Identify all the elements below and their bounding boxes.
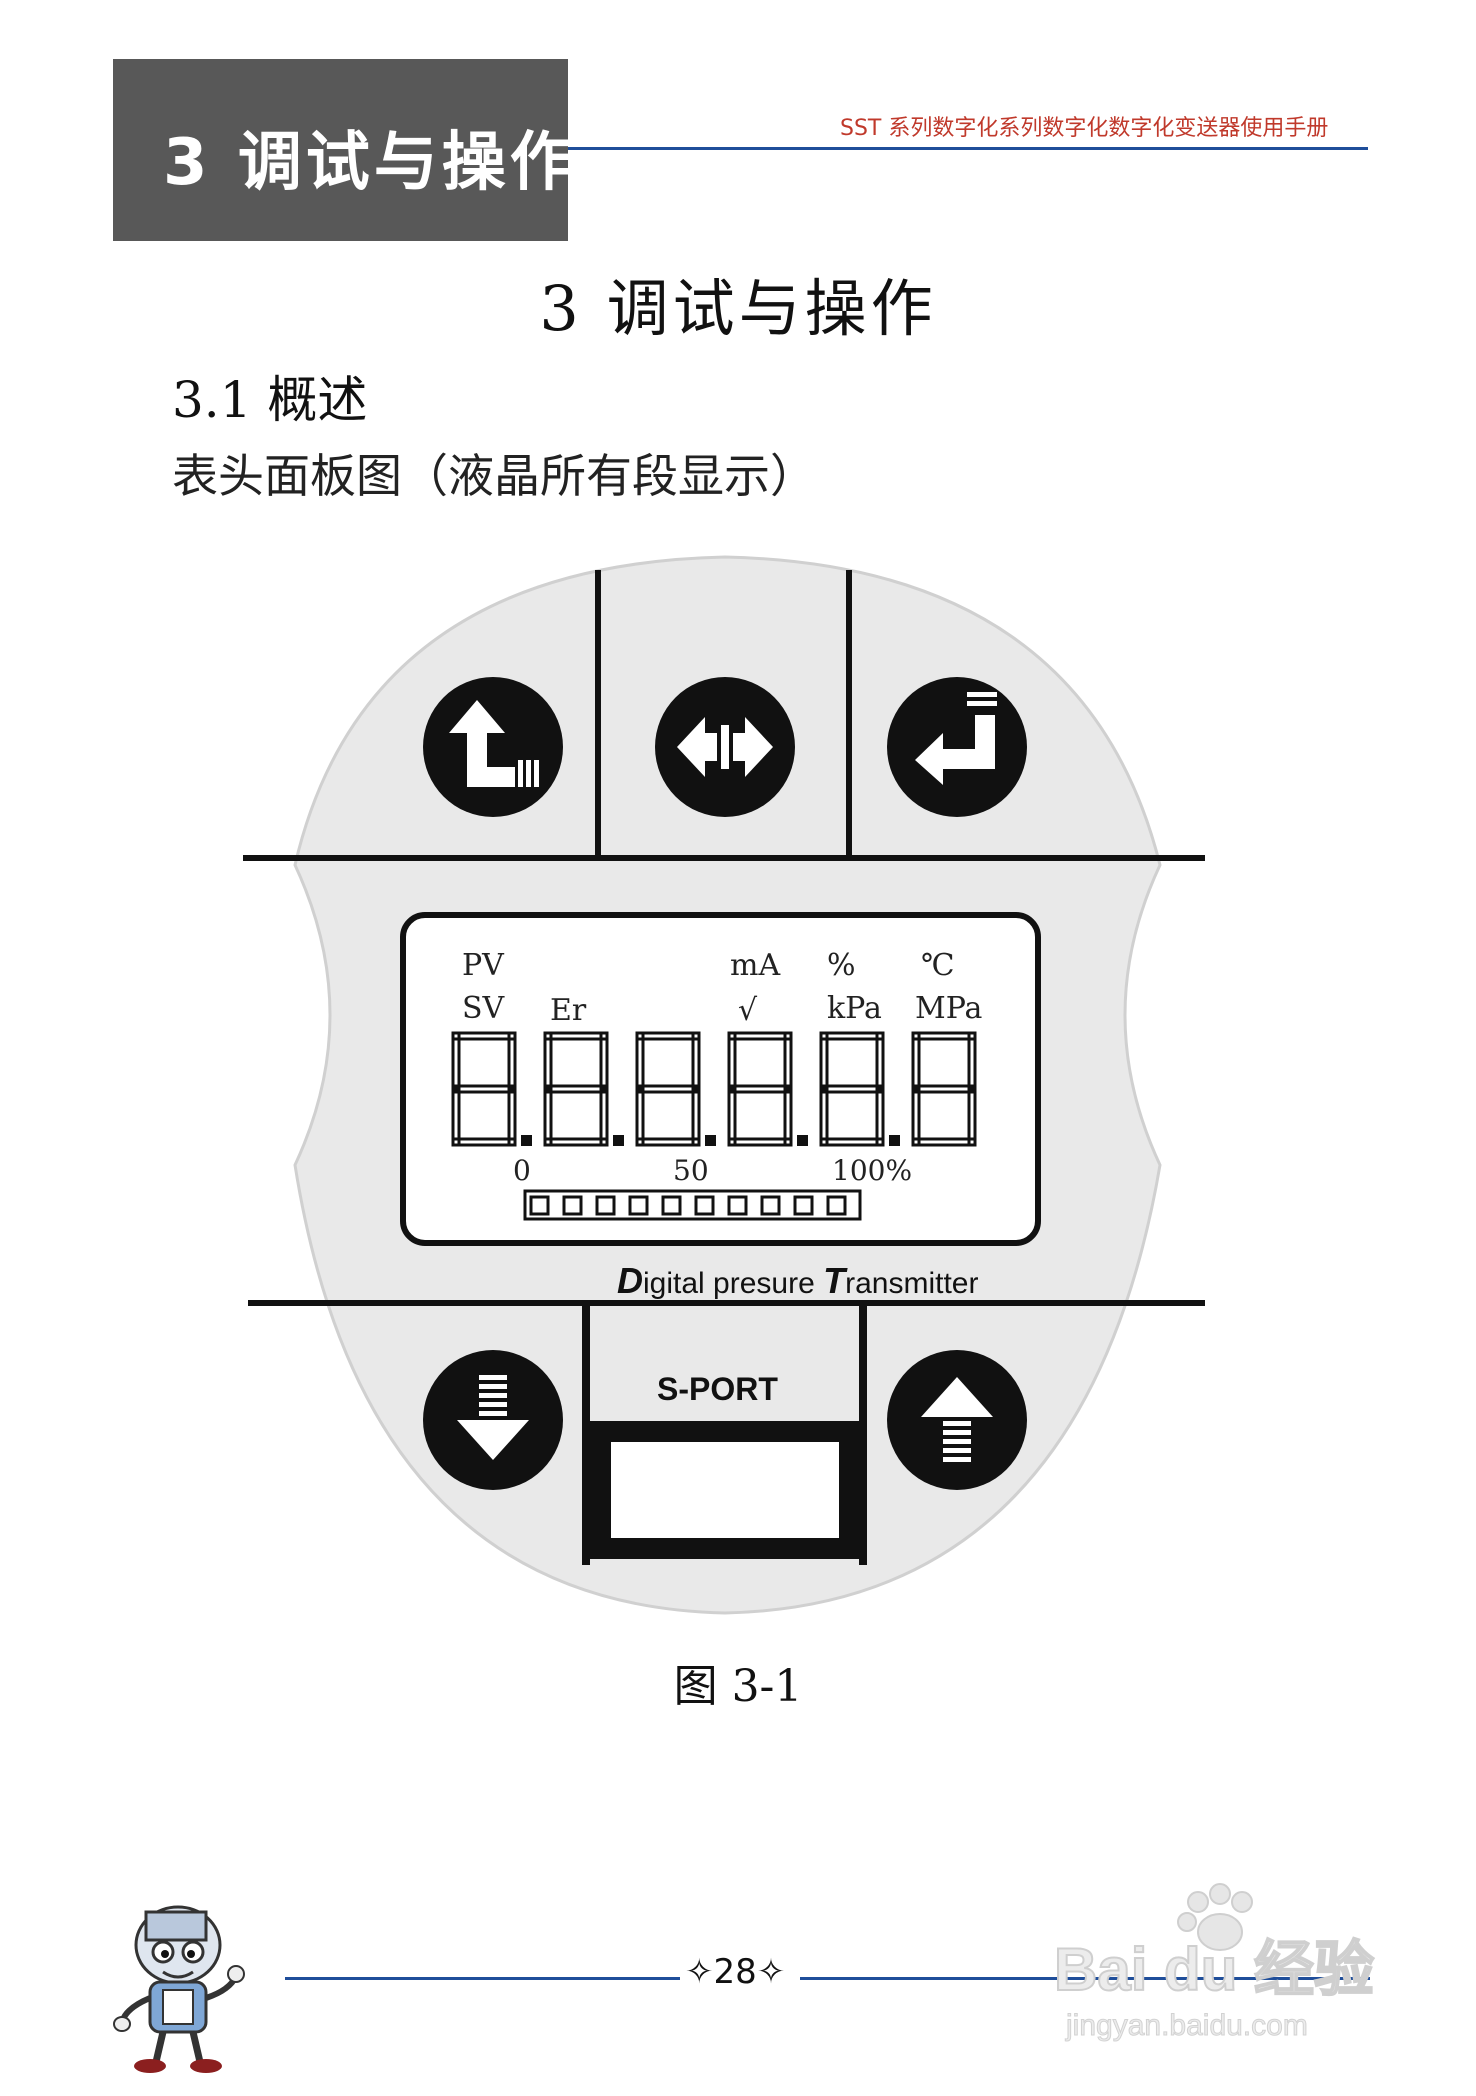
lcd-digit bbox=[819, 1031, 885, 1147]
s-port[interactable]: S-PORT bbox=[582, 1303, 867, 1565]
lcd-label-mpa: MPa bbox=[915, 991, 983, 1026]
lcd-label-celsius: ℃ bbox=[921, 948, 955, 983]
lcd-label-check: √ bbox=[738, 993, 758, 1028]
page-title: 3 调试与操作 bbox=[539, 272, 937, 345]
lcd-bar-segment bbox=[661, 1195, 682, 1216]
shift-up-icon bbox=[449, 700, 539, 787]
page-number: ✧28✧ bbox=[685, 1952, 786, 1992]
enter-button[interactable] bbox=[887, 677, 1027, 817]
lcd-decimal-point bbox=[889, 1135, 900, 1146]
header-rule bbox=[568, 147, 1368, 150]
lcd-bar-segment bbox=[628, 1195, 649, 1216]
lcd-digit bbox=[635, 1031, 701, 1147]
panel-figure: PV SV Er mA √ % kPa ℃ MPa 0 50 100% Digi… bbox=[243, 555, 1205, 1615]
watermark-brand: Bai du 经验 bbox=[1054, 1936, 1374, 2003]
footer-rule-left bbox=[285, 1977, 680, 1980]
lcd-display: PV SV Er mA √ % kPa ℃ MPa 0 50 100% bbox=[400, 912, 1041, 1246]
header-running-title: SST 系列数字化系列数字化数字化变送器使用手册 bbox=[840, 116, 1329, 141]
lcd-decimal-point bbox=[705, 1135, 716, 1146]
brand-text: Digital presure Transmitter bbox=[617, 1260, 978, 1301]
arrow-up-icon bbox=[921, 1377, 993, 1462]
lcd-scale-50: 50 bbox=[673, 1154, 709, 1187]
arrow-down-icon bbox=[457, 1375, 529, 1460]
arrow-down-button[interactable] bbox=[423, 1350, 563, 1490]
chapter-tab: 3 调试与操作 bbox=[113, 59, 574, 241]
figure-caption: 图 3-1 bbox=[673, 1661, 803, 1712]
footer-rule-right bbox=[800, 1977, 1370, 1980]
lcd-scale-100: 100% bbox=[832, 1154, 912, 1187]
lcd-decimal-point bbox=[613, 1135, 624, 1146]
lcd-label-percent: % bbox=[827, 948, 856, 983]
lcd-scale-0: 0 bbox=[513, 1154, 531, 1187]
lcd-bar-segment bbox=[694, 1195, 715, 1216]
enter-icon bbox=[915, 692, 997, 785]
arrow-up-button[interactable] bbox=[887, 1350, 1027, 1490]
shift-left-right-icon bbox=[677, 717, 773, 777]
shift-left-right-button[interactable] bbox=[655, 677, 795, 817]
lcd-bargraph bbox=[529, 1195, 847, 1216]
lcd-label-ma: mA bbox=[730, 948, 780, 983]
lcd-label-er: Er bbox=[550, 993, 587, 1028]
s-port-label: S-PORT bbox=[657, 1371, 778, 1407]
shift-up-button[interactable] bbox=[423, 677, 563, 817]
lcd-digit bbox=[451, 1031, 517, 1147]
section-title: 3.1 概述 bbox=[172, 371, 368, 429]
lcd-decimal-point bbox=[797, 1135, 808, 1146]
baidu-watermark: Bai du 经验 jingyan.baidu.com bbox=[1053, 1883, 1375, 2043]
figure-subtitle: 表头面板图（液晶所有段显示） bbox=[172, 449, 816, 503]
lcd-label-sv: SV bbox=[462, 991, 506, 1026]
lcd-bar-segment bbox=[562, 1195, 583, 1216]
lcd-bar-segment bbox=[595, 1195, 616, 1216]
mascot-icon bbox=[113, 1905, 245, 2073]
lcd-digit bbox=[727, 1031, 793, 1147]
lcd-digit bbox=[911, 1031, 977, 1147]
lcd-bar-segment bbox=[529, 1195, 550, 1216]
watermark-url: jingyan.baidu.com bbox=[1065, 2009, 1308, 2042]
lcd-bar-segment bbox=[727, 1195, 748, 1216]
lcd-bar-segment bbox=[760, 1195, 781, 1216]
lcd-digit bbox=[543, 1031, 609, 1147]
lcd-digits bbox=[451, 1031, 977, 1147]
lcd-bar-segment bbox=[826, 1195, 847, 1216]
lcd-decimal-point bbox=[521, 1135, 532, 1146]
chapter-tab-label: 3 调试与操作 bbox=[163, 126, 578, 200]
lcd-label-pv: PV bbox=[462, 948, 505, 983]
lcd-label-kpa: kPa bbox=[827, 991, 882, 1026]
lcd-bar-segment bbox=[793, 1195, 814, 1216]
